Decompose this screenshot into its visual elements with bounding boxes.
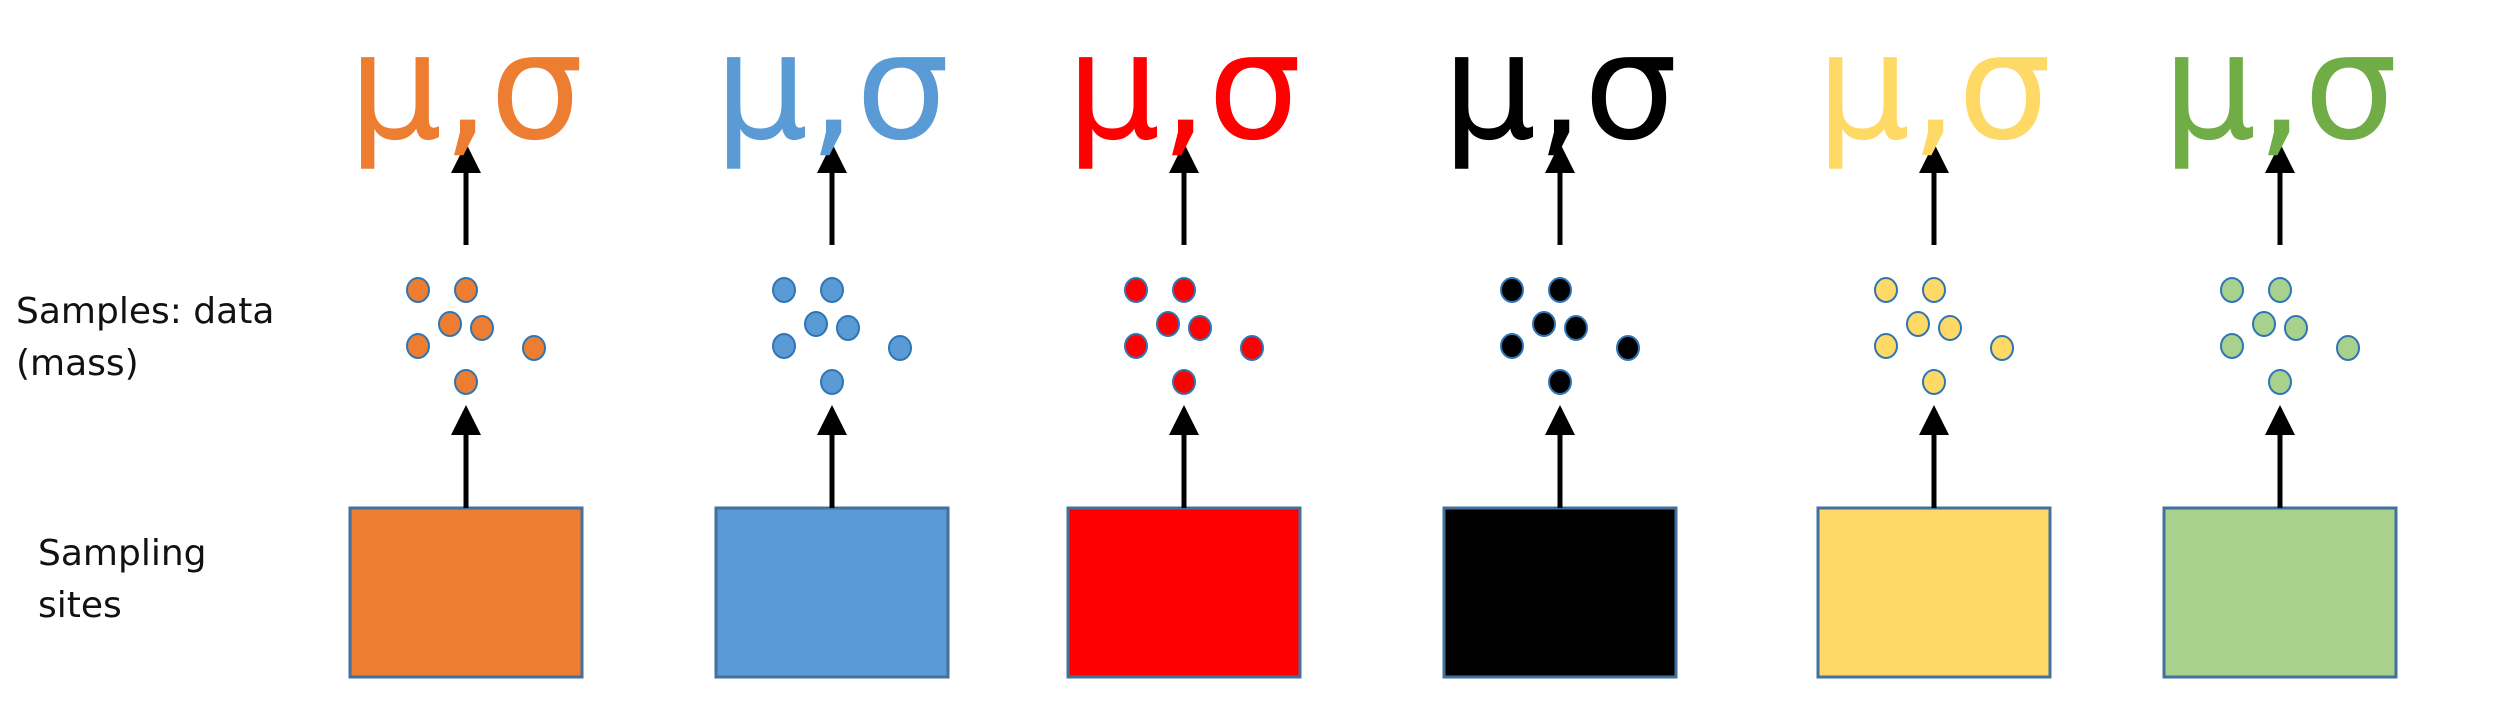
samples-row-label: Samples: data (mass) bbox=[16, 286, 274, 390]
parameter-label-blue: μ,σ bbox=[714, 1, 949, 173]
sites-label-line1: Sampling bbox=[38, 533, 207, 574]
sampling-site-box-orange bbox=[348, 506, 584, 679]
parameter-label-red: μ,σ bbox=[1066, 1, 1301, 173]
sample-dot bbox=[1922, 277, 1946, 303]
site-group-red: μ,σ bbox=[1066, 1, 1302, 679]
sample-dot bbox=[772, 277, 796, 303]
sample-dot bbox=[1172, 369, 1196, 395]
site-group-orange: μ,σ bbox=[348, 1, 584, 679]
sample-dot bbox=[2220, 333, 2244, 359]
sample-dot bbox=[470, 315, 494, 341]
sample-dot bbox=[454, 277, 478, 303]
sample-dot bbox=[1938, 315, 1962, 341]
parameter-label-orange: μ,σ bbox=[348, 1, 583, 173]
sample-dot bbox=[1156, 311, 1180, 337]
sample-dot bbox=[820, 369, 844, 395]
sampling-site-box-red bbox=[1066, 506, 1302, 679]
sampling-site-box-green bbox=[2162, 506, 2398, 679]
sample-dot bbox=[1188, 315, 1212, 341]
sampling-site-box-yellow bbox=[1816, 506, 2052, 679]
site-group-green: μ,σ bbox=[2162, 1, 2398, 679]
sample-dot bbox=[1500, 333, 1524, 359]
sample-dot bbox=[2268, 277, 2292, 303]
sample-dot bbox=[2252, 311, 2276, 337]
sites-layer: μ,σ μ,σ μ,σ μ,σ μ,σ μ,σ bbox=[348, 1, 2398, 679]
sites-label-line2: sites bbox=[38, 585, 122, 626]
sample-dot bbox=[1616, 335, 1640, 361]
sample-dot bbox=[804, 311, 828, 337]
sample-dot bbox=[1500, 277, 1524, 303]
sample-dot bbox=[772, 333, 796, 359]
site-group-yellow: μ,σ bbox=[1816, 1, 2052, 679]
sample-dot bbox=[1532, 311, 1556, 337]
sample-dot bbox=[2268, 369, 2292, 395]
sample-dot bbox=[522, 335, 546, 361]
sample-dot bbox=[1240, 335, 1264, 361]
sample-dot bbox=[454, 369, 478, 395]
sample-dot bbox=[1906, 311, 1930, 337]
parameter-label-black: μ,σ bbox=[1442, 1, 1677, 173]
sample-dot bbox=[406, 333, 430, 359]
sample-dot bbox=[2284, 315, 2308, 341]
sample-dot bbox=[836, 315, 860, 341]
samples-label-line2: (mass) bbox=[16, 343, 139, 384]
parameter-label-yellow: μ,σ bbox=[1816, 1, 2051, 173]
sample-dot bbox=[438, 311, 462, 337]
sample-dot bbox=[1922, 369, 1946, 395]
sample-dot bbox=[1874, 333, 1898, 359]
sample-dot bbox=[888, 335, 912, 361]
sample-dot bbox=[2220, 277, 2244, 303]
sample-dot bbox=[1172, 277, 1196, 303]
site-group-blue: μ,σ bbox=[714, 1, 950, 679]
samples-label-line1: Samples: data bbox=[16, 291, 275, 332]
sample-dot bbox=[1124, 277, 1148, 303]
sample-dot bbox=[406, 277, 430, 303]
sample-dot bbox=[2336, 335, 2360, 361]
sample-dot bbox=[1548, 277, 1572, 303]
sample-dot bbox=[1124, 333, 1148, 359]
site-group-black: μ,σ bbox=[1442, 1, 1678, 679]
sample-dot bbox=[1990, 335, 2014, 361]
sample-dot bbox=[820, 277, 844, 303]
sample-dot bbox=[1874, 277, 1898, 303]
sample-dot bbox=[1548, 369, 1572, 395]
sites-row-label: Sampling sites bbox=[38, 528, 207, 632]
sample-dot bbox=[1564, 315, 1588, 341]
sampling-site-box-black bbox=[1442, 506, 1678, 679]
sampling-site-box-blue bbox=[714, 506, 950, 679]
parameter-label-green: μ,σ bbox=[2162, 1, 2397, 173]
